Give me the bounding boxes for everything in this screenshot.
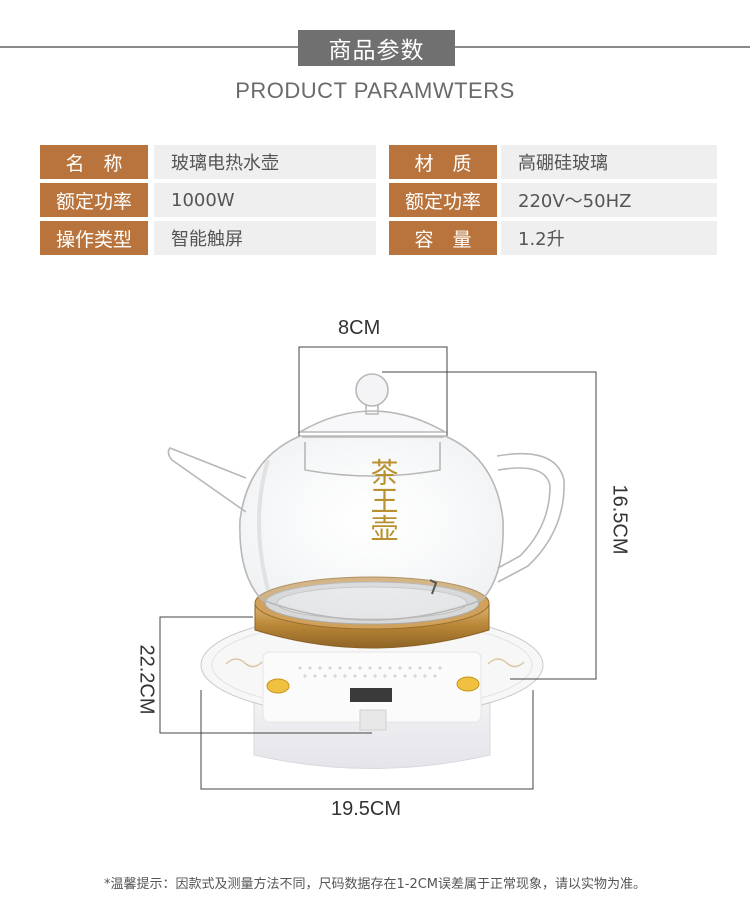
param-value: 智能触屏 — [154, 221, 376, 255]
param-value: 220V～50HZ — [501, 183, 717, 217]
dim-label-height-left: 22.2CM — [135, 644, 158, 715]
section-title: 商品参数 — [298, 30, 455, 66]
param-value: 玻璃电热水壶 — [154, 145, 376, 179]
kettle-calligraphy: 茶王壶 — [367, 458, 400, 542]
svg-text:茶王壶: 茶王壶 — [367, 458, 400, 542]
param-value: 高硼硅玻璃 — [501, 145, 717, 179]
params-table: 名 称 玻璃电热水壶 材 质 高硼硅玻璃 额定功率 1000W 额定功率 220… — [40, 145, 717, 259]
button-light-icon — [456, 676, 480, 692]
param-label: 操作类型 — [40, 221, 148, 255]
param-value: 1.2升 — [501, 221, 717, 255]
dimension-lines — [159, 346, 597, 790]
header-line-right — [455, 46, 750, 48]
param-label: 额定功率 — [389, 183, 497, 217]
display-icon — [350, 688, 392, 702]
kettle-base — [200, 612, 544, 769]
params-row: 额定功率 1000W 额定功率 220V～50HZ — [40, 183, 717, 219]
params-row: 操作类型 智能触屏 容 量 1.2升 — [40, 221, 717, 257]
glass-kettle — [167, 373, 565, 621]
dim-label-lid-width: 8CM — [338, 317, 381, 339]
param-value: 1000W — [154, 183, 376, 217]
dim-label-base-width: 19.5CM — [331, 798, 402, 820]
section-subtitle: PRODUCT PARAMWTERS — [235, 78, 515, 103]
param-label: 材 质 — [389, 145, 497, 179]
notice-text: *温馨提示：因款式及测量方法不同，尺码数据存在1-2CM误差属于正常现象，请以实… — [103, 877, 647, 892]
params-row: 名 称 玻璃电热水壶 材 质 高硼硅玻璃 — [40, 145, 717, 181]
header-line-left — [0, 46, 298, 48]
infuser-icon — [429, 579, 438, 595]
dim-label-height-right: 16.5CM — [608, 484, 631, 555]
param-label: 名 称 — [40, 145, 148, 179]
param-label: 额定功率 — [40, 183, 148, 217]
button-light-icon — [266, 678, 290, 694]
param-label: 容 量 — [389, 221, 497, 255]
